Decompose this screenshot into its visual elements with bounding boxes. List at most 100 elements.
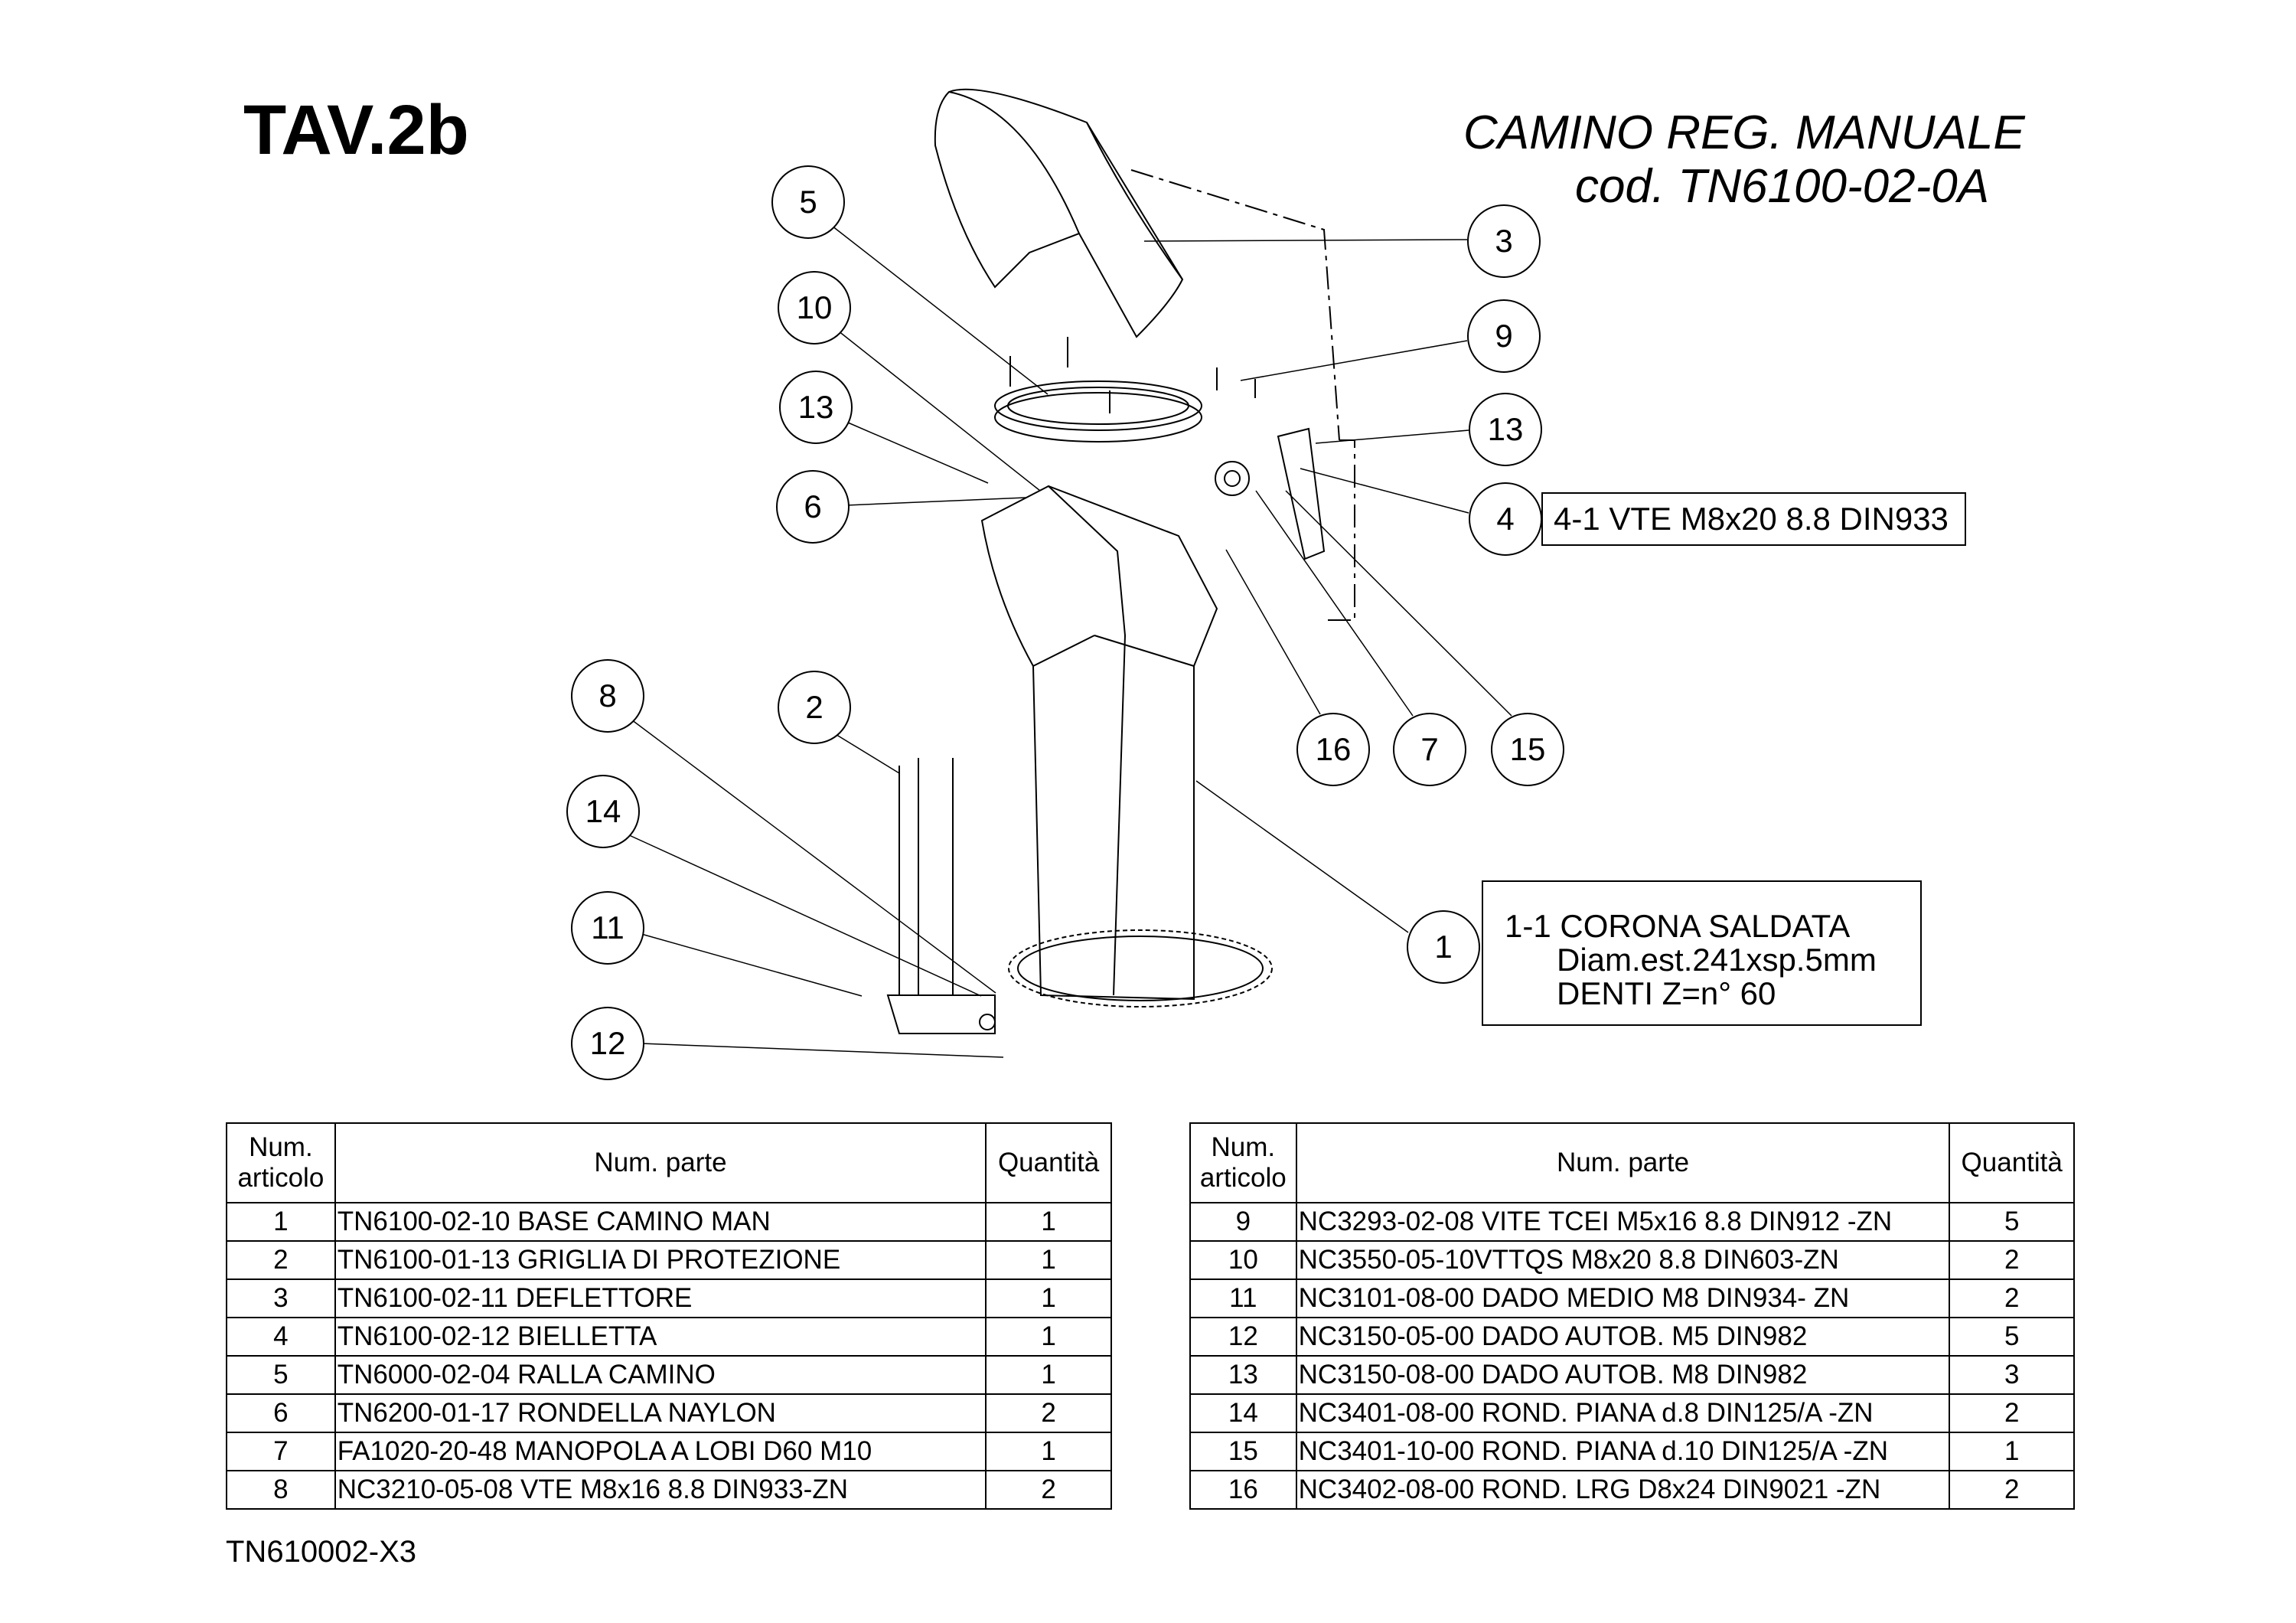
part-number: NC3401-08-00 ROND. PIANA d.8 DIN125/A -Z… — [1295, 1393, 1951, 1433]
balloon-7: 7 — [1393, 713, 1466, 786]
part-number: NC3150-05-00 DADO AUTOB. M5 DIN982 — [1295, 1317, 1951, 1357]
balloon-16: 16 — [1296, 713, 1370, 786]
part-number: TN6200-01-17 RONDELLA NAYLON — [334, 1393, 987, 1433]
header-part-number: Num. parte — [334, 1122, 987, 1203]
item-number: 14 — [1189, 1393, 1297, 1433]
link-and-knob — [1130, 169, 1355, 621]
balloon-4: 4 — [1469, 482, 1542, 556]
quantity: 5 — [1949, 1317, 2075, 1357]
item-number: 1 — [226, 1202, 336, 1242]
balloon-8: 8 — [571, 659, 644, 733]
balloon-1: 1 — [1407, 910, 1480, 984]
quantity: 1 — [985, 1317, 1112, 1357]
quantity: 2 — [985, 1393, 1112, 1433]
quantity: 1 — [985, 1202, 1112, 1242]
ring-part — [994, 337, 1256, 442]
item-number: 16 — [1189, 1470, 1297, 1510]
chimney-body — [980, 485, 1273, 1007]
balloon-14: 14 — [566, 775, 640, 848]
part-number: TN6100-02-10 BASE CAMINO MAN — [334, 1202, 987, 1242]
item-number: 4 — [226, 1317, 336, 1357]
balloon-9: 9 — [1467, 299, 1541, 373]
quantity: 1 — [1949, 1432, 2075, 1471]
item-number: 15 — [1189, 1432, 1297, 1471]
part-number: NC3401-10-00 ROND. PIANA d.10 DIN125/A -… — [1295, 1432, 1951, 1471]
item-number: 11 — [1189, 1278, 1297, 1318]
part-number: FA1020-20-48 MANOPOLA A LOBI D60 M10 — [334, 1432, 987, 1471]
item-number: 5 — [226, 1355, 336, 1395]
header-item-number: Num.articolo — [226, 1122, 336, 1203]
part-number: NC3550-05-10VTTQS M8x20 8.8 DIN603-ZN — [1295, 1240, 1951, 1280]
part-number: NC3402-08-00 ROND. LRG D8x24 DIN9021 -ZN — [1295, 1470, 1951, 1510]
header-part-number: Num. parte — [1295, 1122, 1951, 1203]
part-number: TN6100-02-12 BIELLETTA — [334, 1317, 987, 1357]
balloon-5: 5 — [771, 165, 845, 239]
item-number: 10 — [1189, 1240, 1297, 1280]
item-number: 8 — [226, 1470, 336, 1510]
screw-callout: 4-1 VTE M8x20 8.8 DIN933 — [1541, 492, 1966, 546]
item-number: 6 — [226, 1393, 336, 1433]
part-number: NC3101-08-00 DADO MEDIO M8 DIN934- ZN — [1295, 1278, 1951, 1318]
quantity: 1 — [985, 1240, 1112, 1280]
part-number: TN6100-02-11 DEFLETTORE — [334, 1278, 987, 1318]
item-number: 12 — [1189, 1317, 1297, 1357]
balloon-3: 3 — [1467, 204, 1541, 278]
balloon-13-right: 13 — [1469, 393, 1542, 466]
crown-callout: 1-1 CORONA SALDATA Diam.est.241xsp.5mm D… — [1482, 880, 1922, 1026]
part-number: TN6000-02-04 RALLA CAMINO — [334, 1355, 987, 1395]
protection-grid — [886, 758, 996, 1034]
header-quantity: Quantità — [985, 1122, 1112, 1203]
quantity: 5 — [1949, 1202, 2075, 1242]
part-number: NC3150-08-00 DADO AUTOB. M8 DIN982 — [1295, 1355, 1951, 1395]
balloon-13: 13 — [779, 371, 853, 444]
quantity: 1 — [985, 1278, 1112, 1318]
item-number: 13 — [1189, 1355, 1297, 1395]
balloon-11: 11 — [571, 891, 644, 965]
item-number: 2 — [226, 1240, 336, 1280]
quantity: 3 — [1949, 1355, 2075, 1395]
drawing-code: cod. TN6100-02-0A — [1575, 160, 1990, 213]
quantity: 2 — [985, 1470, 1112, 1510]
drawing-file-code: TN610002-X3 — [226, 1535, 417, 1569]
deflector-part — [934, 88, 1184, 338]
balloon-10: 10 — [778, 271, 851, 345]
quantity: 2 — [1949, 1470, 2075, 1510]
quantity: 2 — [1949, 1393, 2075, 1433]
balloon-2: 2 — [778, 671, 851, 744]
drawing-title: CAMINO REG. MANUALE — [1463, 106, 2025, 159]
quantity: 2 — [1949, 1278, 2075, 1318]
item-number: 7 — [226, 1432, 336, 1471]
header-item-number: Num.articolo — [1189, 1122, 1297, 1203]
balloon-6: 6 — [776, 470, 850, 544]
item-number: 9 — [1189, 1202, 1297, 1242]
quantity: 1 — [985, 1355, 1112, 1395]
quantity: 1 — [985, 1432, 1112, 1471]
header-quantity: Quantità — [1949, 1122, 2075, 1203]
part-number: NC3210-05-08 VTE M8x16 8.8 DIN933-ZN — [334, 1470, 987, 1510]
part-number: NC3293-02-08 VITE TCEI M5x16 8.8 DIN912 … — [1295, 1202, 1951, 1242]
part-number: TN6100-01-13 GRIGLIA DI PROTEZIONE — [334, 1240, 987, 1280]
item-number: 3 — [226, 1278, 336, 1318]
sheet-label: TAV.2b — [243, 91, 469, 169]
balloon-15: 15 — [1491, 713, 1564, 786]
crown-callout-line: Diam.est.241xsp.5mm — [1557, 942, 1877, 978]
